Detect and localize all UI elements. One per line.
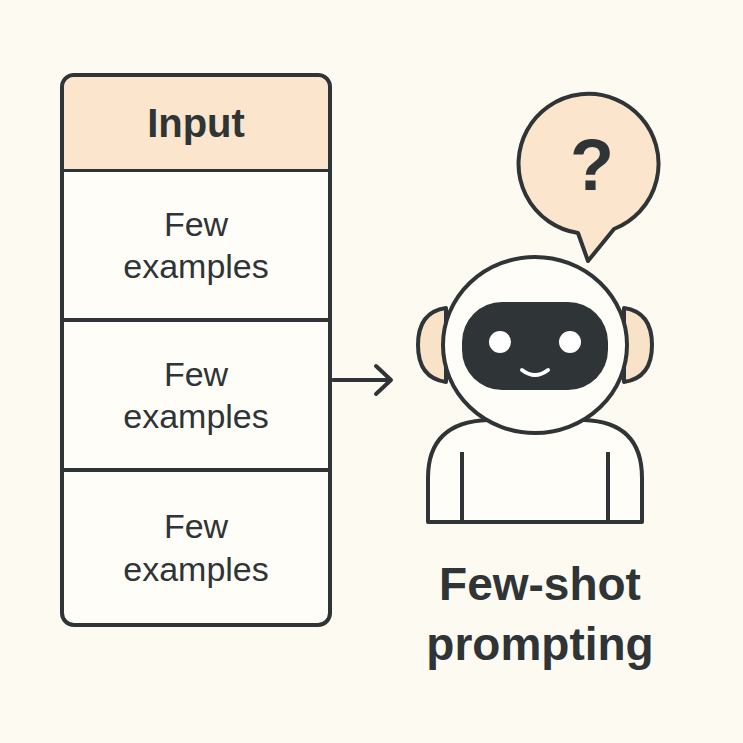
- arrow-head: [376, 366, 391, 394]
- cell-text: Few examples: [104, 203, 289, 288]
- bubble-text: ?: [570, 120, 614, 210]
- robot-smile: [522, 370, 548, 375]
- cell-text: Few examples: [104, 505, 289, 590]
- bubble-outline: [519, 94, 659, 261]
- cell-text: Input: [147, 98, 245, 148]
- robot-eye: [489, 331, 511, 353]
- cell-text: Few examples: [104, 353, 289, 438]
- example-cell: Few examples: [64, 472, 328, 623]
- header-cell: Input: [64, 77, 328, 169]
- robot-arm: [460, 452, 464, 522]
- speech-bubble: ?: [520, 93, 664, 237]
- arrow-line: [333, 378, 390, 382]
- robot-visor: [462, 302, 608, 390]
- table-outline: [62, 75, 330, 625]
- diagram-caption: Few-shot prompting: [395, 555, 685, 675]
- example-cell: Few examples: [64, 172, 328, 318]
- row-divider: [62, 318, 330, 322]
- robot-eye: [559, 331, 581, 353]
- robot-head: [443, 257, 627, 433]
- row-divider: [62, 468, 330, 472]
- robot-body: [428, 420, 642, 522]
- robot-arm: [606, 452, 610, 522]
- example-cell: Few examples: [64, 322, 328, 468]
